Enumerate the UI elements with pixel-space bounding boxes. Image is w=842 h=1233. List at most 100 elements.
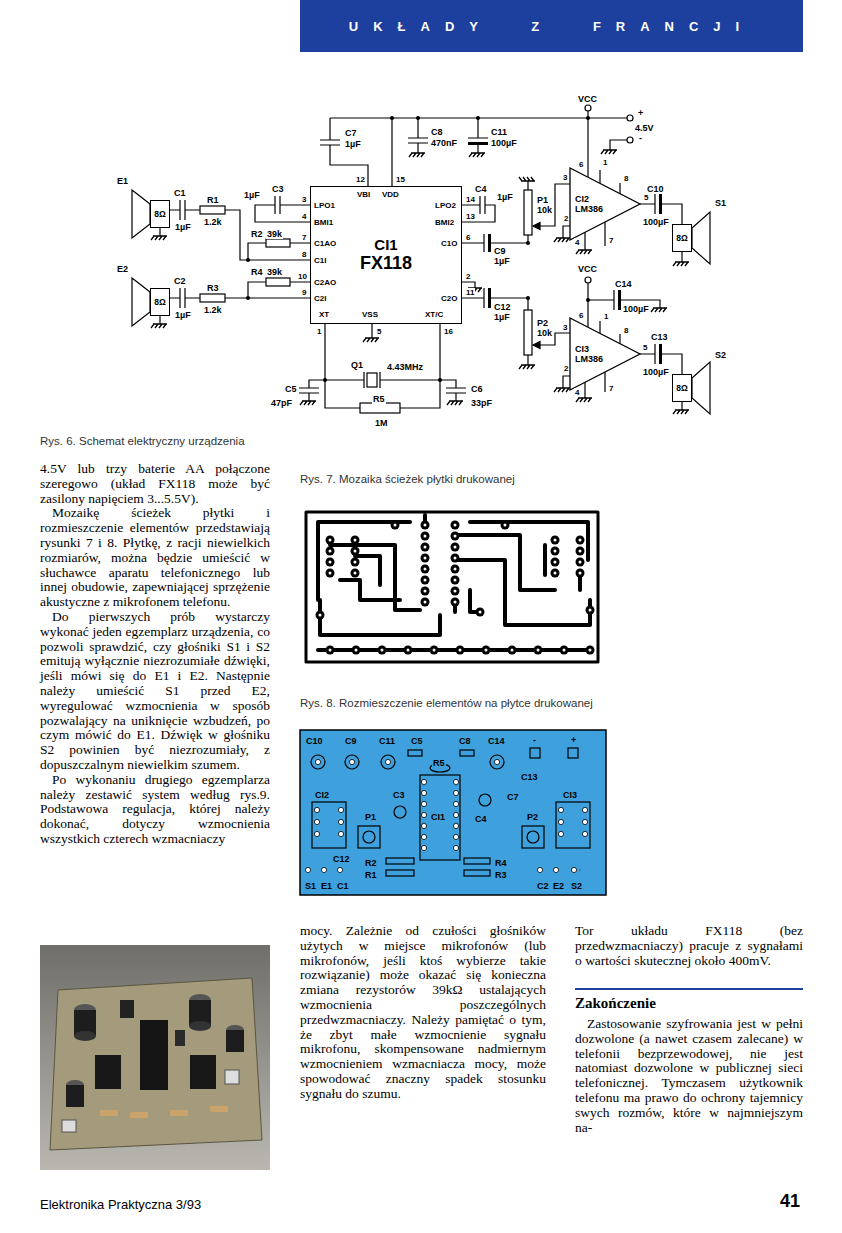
component-label: 47pF — [270, 398, 293, 408]
pcb-pad — [576, 569, 585, 578]
pcb-pad — [451, 532, 460, 541]
schematic-wires — [440, 380, 466, 401]
component-label: 100µF — [642, 367, 670, 377]
pcb-layout-artwork — [558, 831, 563, 836]
figure-caption: Rys. 6. Schemat elektryczny urządzenia — [40, 435, 245, 447]
pcb-layout-artwork — [582, 831, 587, 836]
pcb-pad — [351, 536, 360, 545]
ground-symbol — [554, 238, 570, 242]
pcb-pad — [576, 547, 585, 556]
schematic-wires — [462, 196, 495, 222]
pcb-pad — [551, 536, 560, 545]
pin-label: 6 — [465, 233, 471, 242]
component-label: C3 — [271, 184, 285, 194]
ground-symbol — [519, 365, 535, 369]
pcb-pad — [404, 646, 413, 655]
pin-label: 9 — [301, 288, 307, 297]
pcb-component-label: C4 — [474, 814, 488, 824]
pcb-layout-artwork — [453, 834, 458, 839]
pcb-component-label: R5 — [432, 758, 446, 768]
component-label: P2 — [536, 318, 549, 328]
pcb-pad — [451, 565, 460, 574]
pcb-pad — [326, 569, 335, 578]
pcb-pad — [501, 521, 510, 530]
schematic-wires — [360, 403, 400, 413]
pin-label: 14 — [465, 195, 476, 204]
pcb-layout-artwork — [394, 806, 406, 818]
ground-symbol — [651, 308, 667, 312]
pcb-layout-artwork — [527, 831, 539, 843]
schematic-wires — [367, 373, 377, 387]
photo — [175, 1030, 185, 1046]
component-label: C8 — [430, 127, 444, 137]
pin-label: 1 — [603, 312, 609, 321]
schematic-wires — [488, 288, 491, 308]
schematic-wires — [225, 210, 310, 260]
schematic-wires — [320, 118, 368, 186]
schematic-wires — [200, 206, 225, 214]
figure-caption: Rys. 7. Mozaika ścieżek płytki drukowane… — [300, 473, 515, 485]
photo — [62, 1120, 76, 1132]
pcb-component-label: C9 — [344, 736, 358, 746]
photo — [226, 1030, 244, 1052]
schematic-wires — [408, 118, 428, 153]
pcb-component-label: C13 — [520, 772, 539, 782]
pcb-component-label: R4 — [494, 858, 508, 868]
schematic-wires — [159, 228, 160, 236]
component-label: 4.5V — [634, 123, 655, 133]
component-label: 39k — [266, 267, 283, 277]
schematic-wires — [681, 252, 682, 262]
pin-label: 4 — [301, 212, 307, 221]
pin-label: 7 — [301, 233, 307, 242]
text-column: 4.5V lub trzy baterie AA połączone szere… — [40, 462, 270, 847]
body-paragraph: Tor układu FX118 (bez przedwzmacniaczy) … — [575, 924, 803, 968]
pcb-component-label: C10 — [305, 736, 324, 746]
pcb-pad — [316, 521, 595, 655]
pin-label: 8 — [301, 250, 307, 259]
pcb-layout-artwork — [421, 812, 426, 817]
pin-label: VDD — [381, 190, 400, 199]
pin-label: 1 — [316, 327, 322, 336]
photo — [190, 1055, 216, 1089]
pcb-layout-artwork — [464, 870, 490, 876]
pcb-pad — [451, 521, 460, 530]
ground-symbol — [151, 324, 167, 328]
pcb-pad — [534, 646, 543, 655]
schematic-wires — [533, 342, 540, 349]
component-label: 39k — [266, 229, 283, 239]
chip-name: CI1 — [374, 236, 397, 253]
component-label: 100µF — [622, 304, 650, 314]
pcb-layout-artwork — [568, 748, 578, 758]
junction-dot — [586, 298, 590, 302]
pcb-component-label: C8 — [458, 736, 472, 746]
pcb-layout-artwork — [453, 812, 458, 817]
photo — [40, 945, 270, 1170]
pin-label: XT/C — [424, 310, 444, 319]
pcb-component-label: + — [570, 735, 577, 745]
ground-symbol — [519, 177, 535, 181]
component-label: 1µF — [174, 222, 192, 232]
pcb-layout-artwork — [453, 779, 458, 784]
schematic-wires — [325, 324, 440, 408]
speaker-box: 8Ω — [150, 200, 170, 228]
photo — [100, 1110, 118, 1116]
pcb-pad — [451, 543, 460, 552]
component-label: C2 — [173, 276, 187, 286]
component-label: VCC — [577, 94, 598, 104]
pcb-layout-artwork — [579, 869, 580, 870]
pcb-layout-artwork — [421, 823, 426, 828]
impedance-label: 8Ω — [154, 209, 166, 219]
pin-label: C1I — [313, 256, 327, 265]
pcb-component-label: C3 — [392, 790, 406, 800]
pcb-pad — [326, 547, 335, 556]
pcb-layout-artwork — [381, 755, 395, 769]
pcb-layout-artwork — [337, 867, 342, 872]
pcb-layout-artwork — [386, 858, 414, 864]
component-label: 100µF — [642, 217, 670, 227]
ground-symbol — [300, 401, 316, 405]
schematic-wires — [266, 278, 290, 286]
pcb-component-label: CI2 — [314, 790, 330, 800]
pcb-pad — [551, 558, 560, 567]
pcb-layout-artwork — [421, 790, 426, 795]
component-label: C13 — [650, 332, 669, 342]
